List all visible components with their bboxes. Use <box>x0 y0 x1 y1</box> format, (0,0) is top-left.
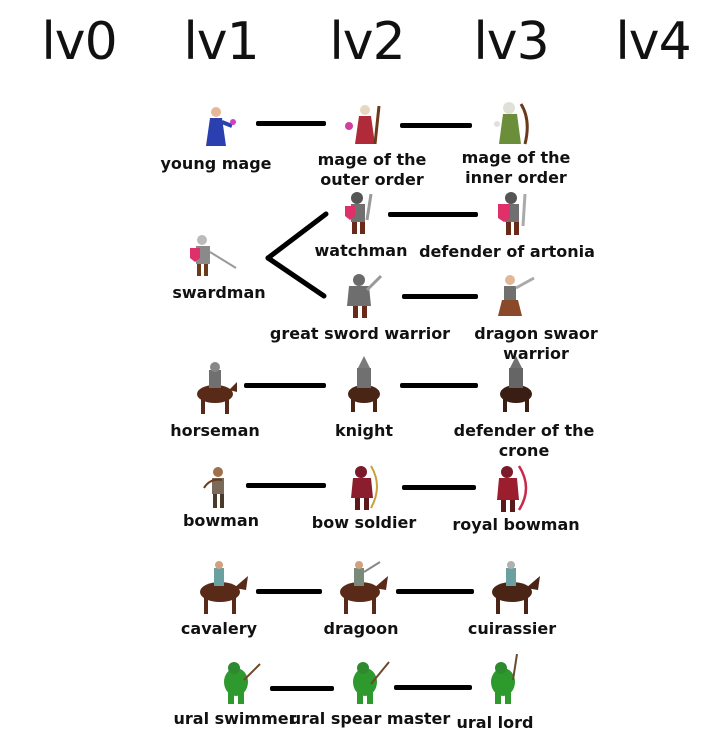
dragoon-icon <box>340 561 388 614</box>
horseman-icon <box>197 362 237 414</box>
royal-bowman-icon <box>497 465 528 512</box>
unit-royal-bowman: royal bowman <box>452 515 580 534</box>
connector-line <box>270 686 334 691</box>
unit-ural-lord: ural lord <box>456 713 534 732</box>
unit-cuirassier: cuirassier <box>467 619 557 638</box>
unit-watchman: watchman <box>314 241 408 260</box>
unit-young-mage: young mage <box>160 154 272 173</box>
dragon-swaor-warrior-icon <box>498 275 535 316</box>
knight-icon <box>348 356 380 412</box>
ural-lord-icon <box>491 653 518 704</box>
watchman-icon <box>345 192 373 234</box>
bow-soldier-icon <box>351 465 378 510</box>
level-header-3: lv3 <box>473 12 549 72</box>
connector-line <box>394 685 472 690</box>
unit-defender-of-the-crone: defender of the crone <box>453 421 595 460</box>
young-mage-icon <box>206 107 236 146</box>
unit-swardman: swardman <box>172 283 266 302</box>
cavalery-icon <box>200 561 248 614</box>
level-header-0: lv0 <box>41 12 117 72</box>
connector-line <box>388 212 478 217</box>
ural-spear-master-icon <box>353 661 390 704</box>
swardman-icon <box>190 235 237 276</box>
connector-line <box>256 589 322 594</box>
unit-dragon-swaor-warrior: dragon swaor warrior <box>474 324 598 363</box>
bowman-icon <box>203 467 224 508</box>
unit-great-sword-warrior: great sword warrior <box>269 324 451 343</box>
connector-line <box>246 483 326 488</box>
connector-line <box>400 383 478 388</box>
unit-defender-of-artonia: defender of artonia <box>419 242 595 261</box>
defender-of-artonia-icon <box>498 192 527 235</box>
great-sword-warrior-icon <box>347 274 383 318</box>
level-header-4: lv4 <box>615 12 691 72</box>
unit-dragoon: dragoon <box>323 619 399 638</box>
connector-line <box>396 589 474 594</box>
cuirassier-icon <box>492 561 540 614</box>
unit-bowman: bowman <box>182 511 260 530</box>
mage-outer-order-icon <box>345 105 381 145</box>
unit-mage-outer-order: mage of the outer order <box>317 150 427 189</box>
connector-line <box>244 383 326 388</box>
branch-connector <box>265 211 329 299</box>
connector-line <box>402 294 478 299</box>
unit-knight: knight <box>334 421 394 440</box>
unit-ural-swimmer: ural swimmer <box>173 709 297 728</box>
mage-inner-order-icon <box>494 102 529 145</box>
connector-line <box>402 485 476 490</box>
level-header-1: lv1 <box>183 12 259 72</box>
unit-bow-soldier: bow soldier <box>311 513 417 532</box>
level-header-2: lv2 <box>329 12 405 72</box>
unit-ural-spear-master: ural spear master <box>289 709 451 728</box>
unit-cavalery: cavalery <box>180 619 258 638</box>
ural-swimmer-icon <box>224 662 261 704</box>
unit-horseman: horseman <box>170 421 260 440</box>
unit-mage-inner-order: mage of the inner order <box>461 148 571 187</box>
defender-of-the-crone-icon <box>500 356 532 412</box>
connector-line <box>400 123 472 128</box>
connector-line <box>256 121 326 126</box>
